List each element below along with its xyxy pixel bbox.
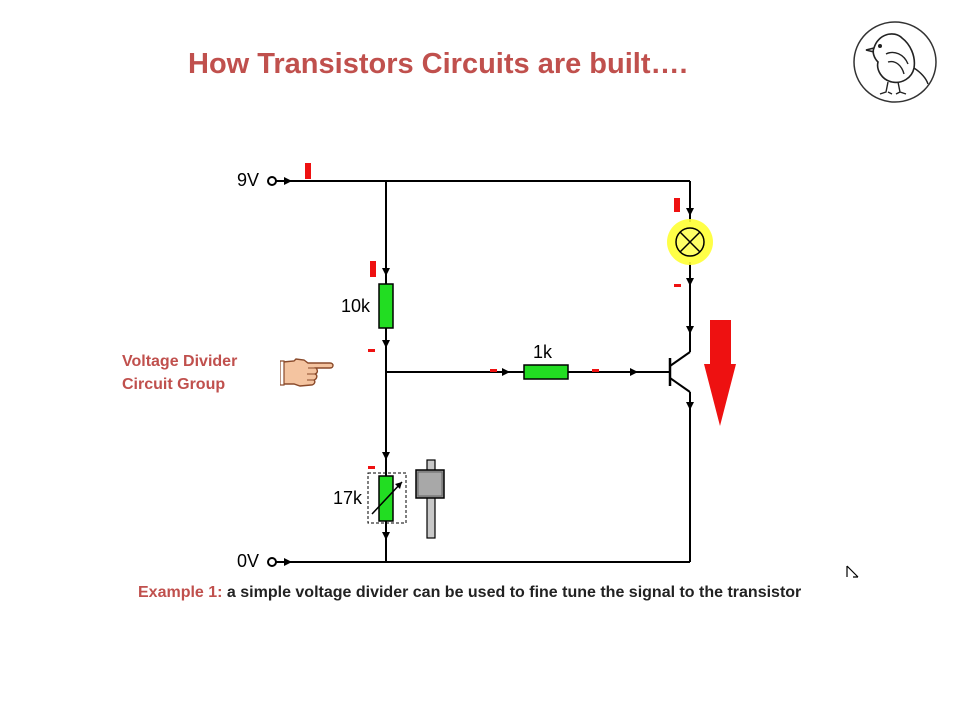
resistor-17k-label: 17k (333, 488, 363, 508)
resistor-10k-label: 10k (341, 296, 371, 316)
resistor-1k (523, 364, 569, 380)
current-flow-arrow (704, 320, 736, 426)
cursor-icon (846, 565, 859, 578)
lamp-icon (667, 219, 713, 265)
ground-label: 0V (237, 551, 260, 571)
caption-text: a simple voltage divider can be used to … (222, 584, 802, 601)
caption-example-label: Example 1: (138, 584, 223, 601)
side-label-line1: Voltage Divider (122, 353, 238, 370)
variable-resistor-box (367, 472, 407, 524)
side-label-line2: Circuit Group (122, 376, 226, 393)
voltage-divider-label: Voltage Divider Circuit Group (122, 350, 237, 396)
supply-label: 9V (237, 170, 260, 190)
slider-control[interactable] (415, 459, 445, 539)
pointing-hand-icon (280, 358, 334, 387)
resistor-1k-label: 1k (533, 342, 553, 362)
wires (267, 176, 691, 567)
page-title: How Transistors Circuits are built…. (188, 48, 688, 80)
resistor-10k (378, 283, 394, 329)
terminal-arrows (284, 177, 694, 566)
logo-bird-icon (853, 21, 937, 103)
caption: Example 1: a simple voltage divider can … (138, 582, 858, 604)
voltage-indicators (305, 163, 681, 469)
